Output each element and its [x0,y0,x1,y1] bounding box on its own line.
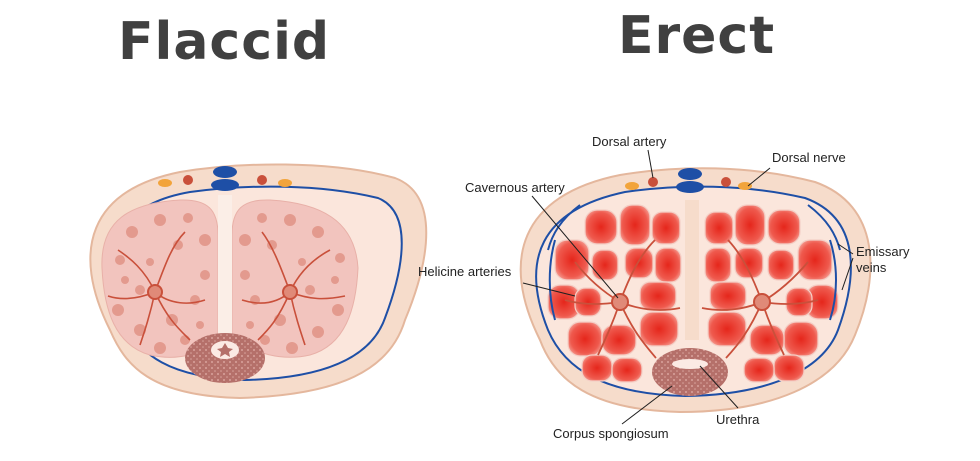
erect-cavernous-artery-left [611,293,629,311]
title-erect: Erect [618,6,776,66]
erect-dorsal-nerve-left [625,182,639,190]
erect-dorsal-vein [678,168,702,180]
erect-septum [685,200,699,340]
flaccid-dorsal-nerve-right [278,179,292,187]
flaccid-cross-section [89,163,428,400]
erect-cross-section [519,167,872,414]
erect-deep-dorsal-vein [676,181,704,193]
label-dorsal-artery: Dorsal artery [592,134,667,149]
label-emissary-veins-line2: veins [856,260,887,275]
flaccid-urethra-star [217,343,233,357]
flaccid-deep-dorsal-vein [211,179,239,191]
erect-cavernous-artery-right [753,293,771,311]
label-urethra: Urethra [716,412,760,427]
title-flaccid: Flaccid [118,12,331,72]
flaccid-cavernous-artery-right [282,284,298,300]
erect-dorsal-artery-left [648,177,658,187]
flaccid-dorsal-artery-right [257,175,267,185]
label-cavernous-artery: Cavernous artery [465,180,565,195]
flaccid-corpus-right [231,199,359,358]
erect-sinusoids [547,204,839,383]
label-corpus-spongiosum: Corpus spongiosum [553,426,669,441]
erect-dorsal-artery-right [721,177,731,187]
erect-dorsal-nerve-right [738,182,752,190]
flaccid-dorsal-nerve-left [158,179,172,187]
erect-corpus-spongiosum [652,348,728,396]
flaccid-septum [218,195,232,345]
labels: Dorsal artery Dorsal nerve Cavernous art… [418,134,910,441]
flaccid-dorsal-artery-left [183,175,193,185]
erect-urethra [672,359,708,369]
label-helicine-arteries: Helicine arteries [418,264,512,279]
label-dorsal-nerve: Dorsal nerve [772,150,846,165]
flaccid-cavernous-artery-left [147,284,163,300]
label-emissary-veins-line1: Emissary [856,244,910,259]
flaccid-dorsal-vein [213,166,237,178]
